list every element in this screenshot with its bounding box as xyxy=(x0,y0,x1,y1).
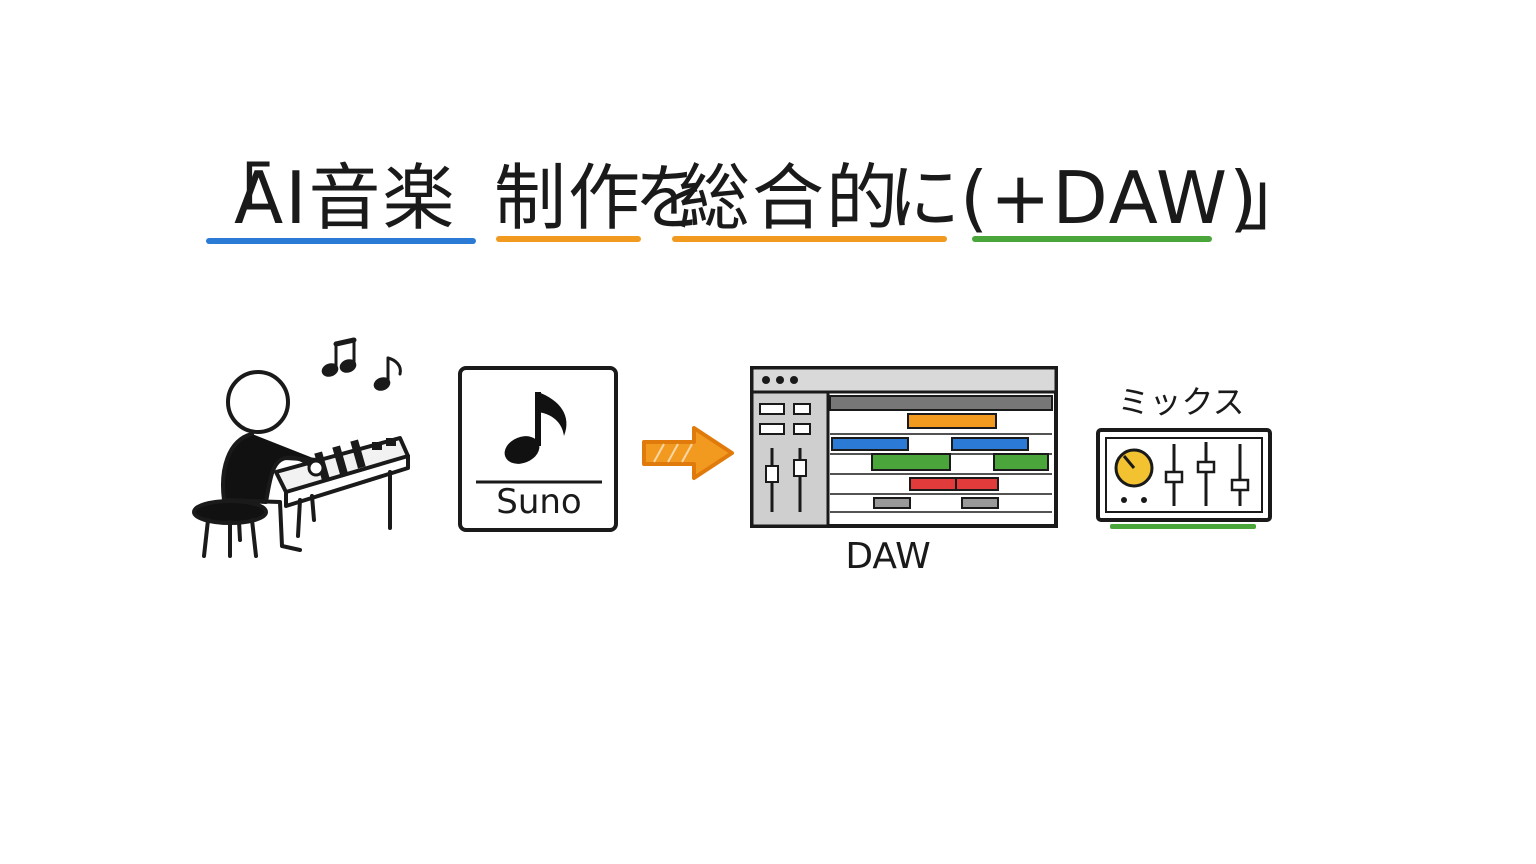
suno-label: Suno xyxy=(496,482,582,522)
mixer-icon xyxy=(1096,428,1272,529)
title-segment-wo: を xyxy=(634,156,709,240)
title-bracket-open: 「 xyxy=(200,156,275,240)
person-at-keyboard-icon xyxy=(192,370,410,558)
underline-blue xyxy=(206,238,476,244)
underline-orange-2 xyxy=(672,236,947,242)
title-segment-ai-music: AI音楽 xyxy=(234,156,457,240)
right-arrow-icon xyxy=(642,426,734,480)
daw-window-icon xyxy=(750,366,1058,528)
title-bracket-close: 」 xyxy=(1240,156,1315,240)
daw-label: DAW xyxy=(845,536,931,577)
title-segment-ni: に xyxy=(888,156,963,240)
music-notes-icon xyxy=(321,337,402,391)
mix-label: ミックス xyxy=(1117,383,1245,421)
title-segment-daw: (+DAW) xyxy=(960,156,1260,240)
title-segment-comprehensive: 総合的 xyxy=(678,156,901,240)
title-segment-production: 制作 xyxy=(494,156,643,240)
eighth-note-icon xyxy=(504,392,567,464)
page-title: 「 AI音楽 制作 を 総合的 に (+DAW) 」 xyxy=(200,150,1312,260)
underline-orange-1 xyxy=(496,236,641,242)
underline-green xyxy=(972,236,1212,242)
suno-card xyxy=(458,366,618,532)
